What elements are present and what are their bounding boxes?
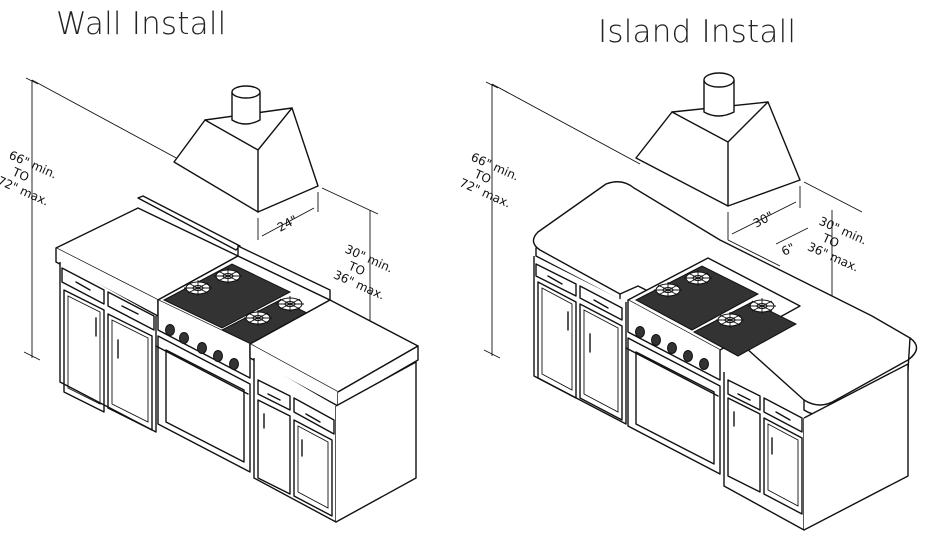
- wall-hood-width-dimension: [257, 192, 319, 240]
- wall-left-cabinet: [55, 195, 241, 433]
- wall-height-dimension: [23, 77, 181, 361]
- island-height-label-to: TO: [471, 166, 493, 186]
- island-overhang-label: 6": [779, 240, 797, 258]
- island-right-cabinet: [723, 363, 909, 531]
- wall-range: [155, 245, 331, 473]
- island-left-cabinet: [533, 256, 627, 425]
- island-hood-width-dimension: [727, 186, 801, 240]
- island-height-dimension: [483, 81, 641, 359]
- wall-install-title: Wall Install: [56, 6, 227, 42]
- wall-range-hood: [173, 85, 319, 213]
- island-install-drawing: 66" min. TO 72" max. 30" 6": [457, 72, 918, 531]
- wall-install-drawing: 66" min. TO 72" max. 24" 30" min. TO 36: [0, 77, 419, 523]
- island-overhang-dimension: [727, 227, 809, 267]
- wall-clearance-label-to: TO: [345, 258, 367, 278]
- island-range: [625, 257, 801, 475]
- island-install-title: Island Install: [598, 14, 797, 50]
- island-clearance-label-to: TO: [819, 230, 841, 250]
- island-hood-width-label: 30": [751, 209, 776, 231]
- wall-height-label-to: TO: [9, 164, 31, 184]
- wall-right-cabinet: [249, 299, 419, 523]
- wall-hood-width-label: 24": [275, 213, 300, 235]
- island-range-hood: [635, 72, 801, 207]
